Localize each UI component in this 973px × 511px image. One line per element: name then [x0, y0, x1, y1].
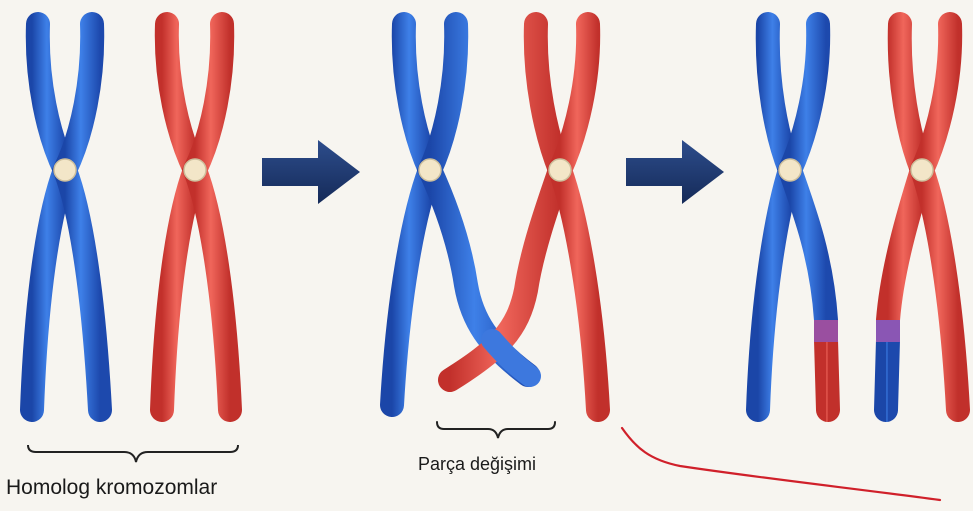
arrow-right-icon: [262, 140, 360, 204]
crossover-bracket: [437, 422, 555, 438]
crossing-over-label: Parça değişimi: [418, 454, 536, 475]
blue-recombinant-chromosome: [758, 24, 828, 410]
red-chromosome-2: [450, 24, 598, 410]
panel-homologous-chromosomes: [28, 24, 238, 462]
homolog-bracket: [28, 445, 238, 462]
homologous-chromosomes-label: Homolog kromozomlar: [6, 476, 217, 500]
pen-annotation-line: [622, 428, 940, 500]
panel-recombinant-chromosomes: [758, 24, 958, 410]
blue-chromosome-1: [32, 24, 100, 410]
panel-crossing-over: [392, 24, 598, 438]
red-chromosome-1: [162, 24, 230, 410]
arrow-right-icon: [626, 140, 724, 204]
red-recombinant-chromosome: [886, 24, 958, 410]
